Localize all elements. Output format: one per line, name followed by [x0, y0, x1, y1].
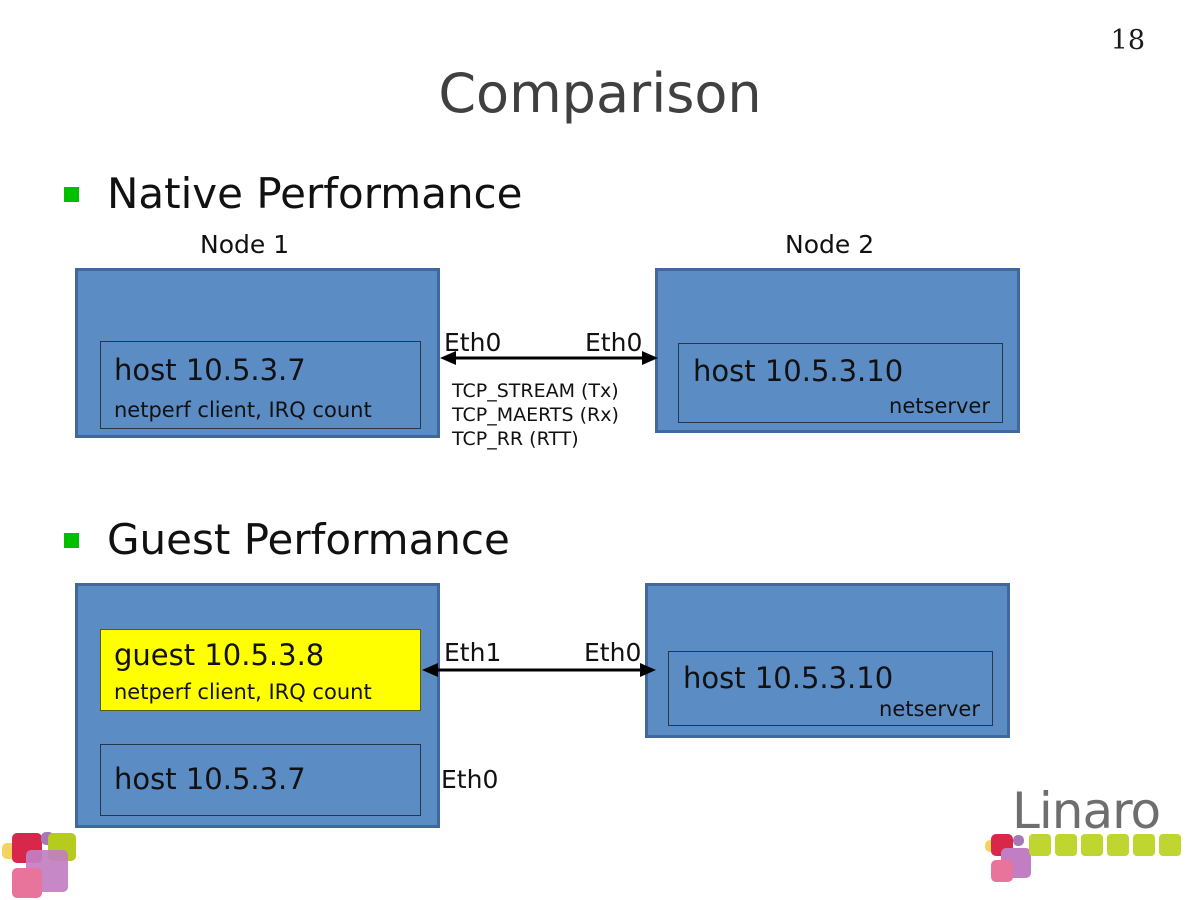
node1-inner-box: host 10.5.3.7 netperf client, IRQ count [100, 341, 421, 429]
node2-role-label: netserver [889, 394, 990, 418]
protocol-label-tcp-maerts: TCP_MAERTS (Rx) [452, 404, 619, 426]
guest-machine-box: guest 10.5.3.8 netperf client, IRQ count… [75, 583, 440, 828]
page-number: 18 [1110, 25, 1145, 56]
linaro-wordmark: Linaro [1012, 782, 1161, 840]
guest-vm-label: guest 10.5.3.8 [114, 638, 325, 672]
node1-host-label: host 10.5.3.7 [114, 353, 306, 387]
node2-machine-box: host 10.5.3.10 netserver [655, 268, 1020, 433]
bullet-guest-performance: Guest Performance [64, 515, 510, 564]
protocol-label-tcp-rr: TCP_RR (RTT) [452, 428, 579, 450]
page-title: Comparison [438, 62, 762, 125]
guest-double-arrow-icon [422, 663, 656, 677]
guest-link-left-label: Eth1 [444, 638, 502, 667]
guest-host-label: host 10.5.3.7 [114, 762, 306, 796]
bullet-square-icon [64, 532, 79, 548]
guest-remote-inner-box: host 10.5.3.10 netserver [668, 651, 993, 726]
guest-link-right-label: Eth0 [584, 638, 642, 667]
guest-host-box: host 10.5.3.7 [100, 744, 421, 816]
node1-machine-box: host 10.5.3.7 netperf client, IRQ count [75, 268, 440, 438]
node2-host-label: host 10.5.3.10 [693, 354, 904, 388]
bullet-label: Native Performance [107, 169, 523, 218]
node1-caption: Node 1 [200, 230, 290, 259]
guest-vm-role-label: netperf client, IRQ count [114, 680, 372, 704]
native-double-arrow-icon [440, 351, 658, 365]
node2-caption: Node 2 [785, 230, 875, 259]
guest-vm-box: guest 10.5.3.8 netperf client, IRQ count [100, 629, 421, 711]
native-link-left-label: Eth0 [444, 328, 502, 357]
guest-remote-role-label: netserver [879, 697, 980, 721]
protocol-label-tcp-stream: TCP_STREAM (Tx) [452, 380, 619, 402]
guest-remote-host-label: host 10.5.3.10 [683, 661, 894, 695]
bullet-square-icon [64, 186, 79, 202]
node2-inner-box: host 10.5.3.10 netserver [678, 343, 1003, 423]
native-link-right-label: Eth0 [585, 328, 643, 357]
node1-role-label: netperf client, IRQ count [114, 398, 372, 422]
guest-link-bottom-label: Eth0 [441, 765, 499, 794]
bullet-native-performance: Native Performance [64, 169, 523, 218]
guest-remote-machine-box: host 10.5.3.10 netserver [645, 583, 1010, 738]
bullet-label: Guest Performance [107, 515, 510, 564]
